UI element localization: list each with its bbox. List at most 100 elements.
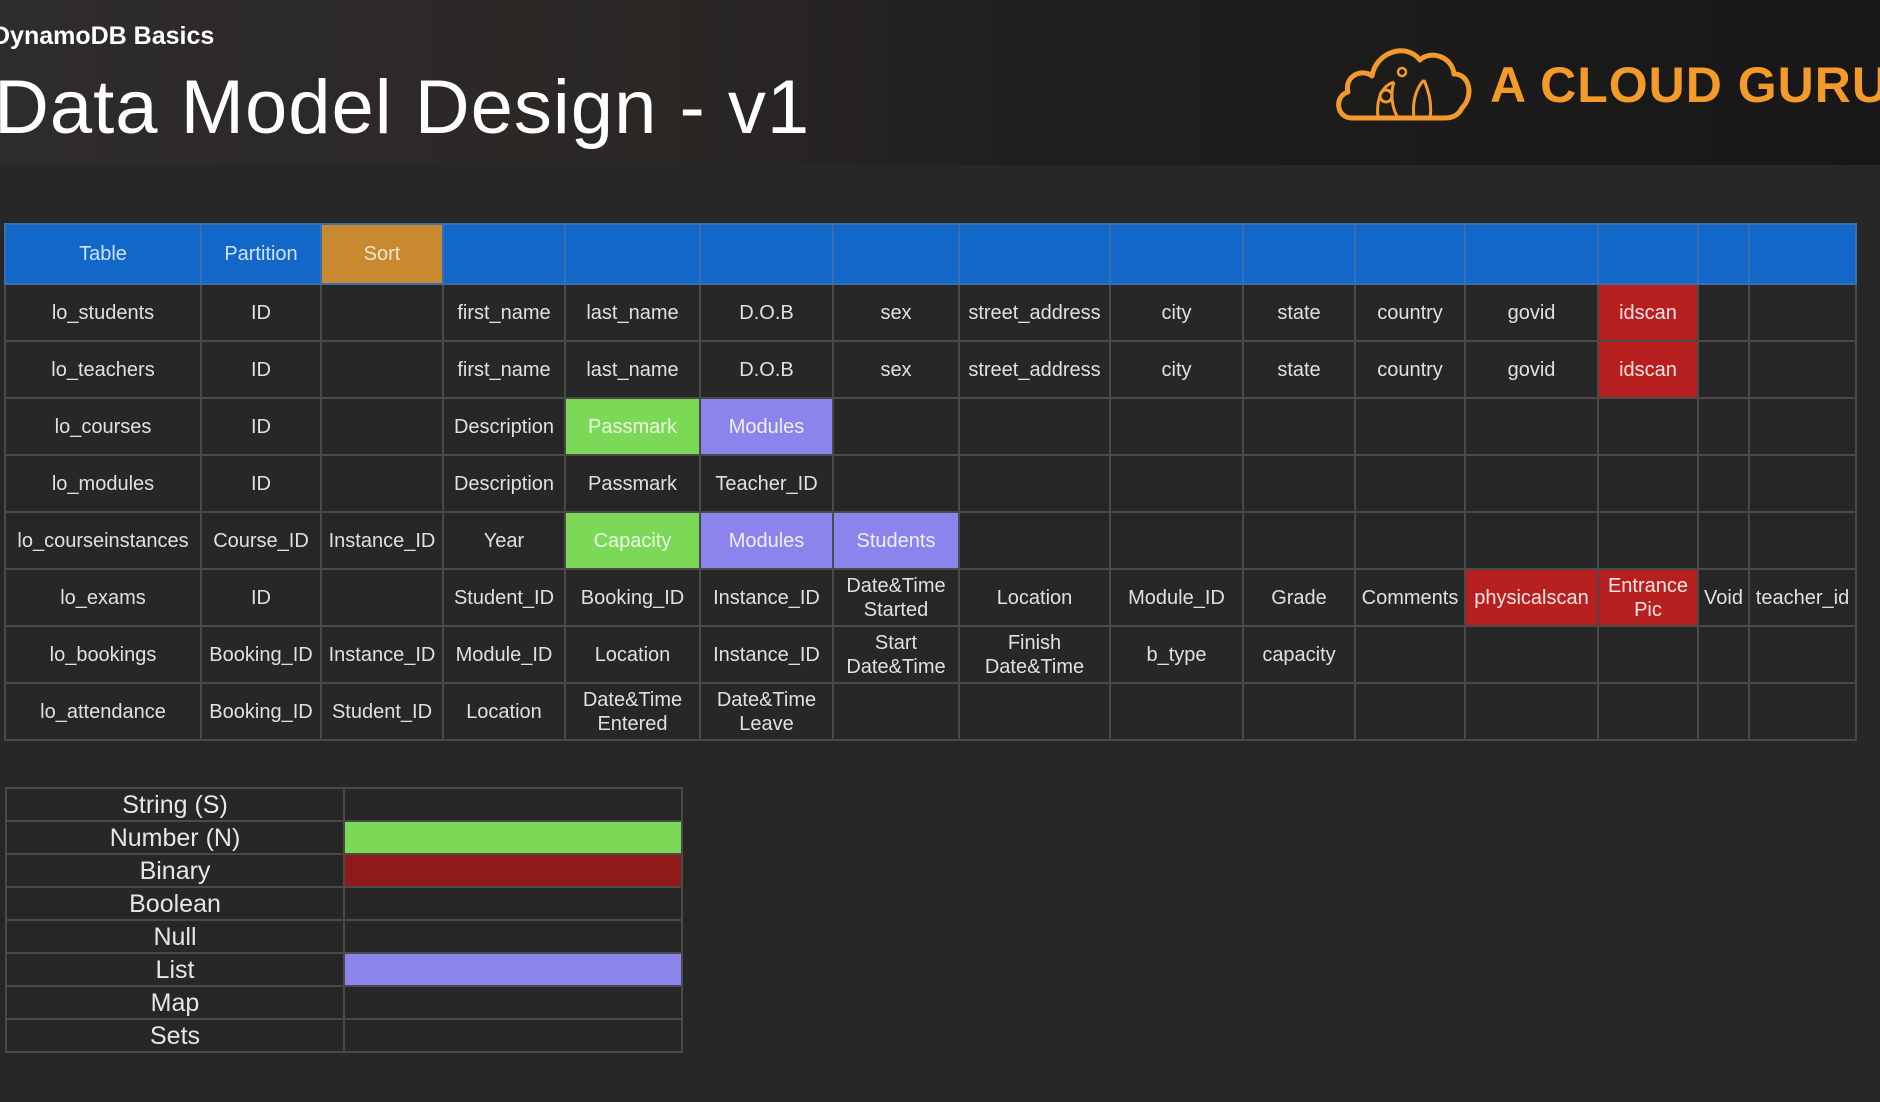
table-cell: lo_teachers	[4, 340, 202, 399]
legend-row: Boolean	[5, 886, 683, 921]
table-cell	[1354, 682, 1466, 741]
table-cell: Teacher_ID	[699, 454, 834, 513]
table-cell: Location	[442, 682, 566, 741]
table-cell: Instance_ID	[320, 625, 444, 684]
table-cell	[1748, 397, 1857, 456]
table-cell	[832, 397, 960, 456]
table-cell: Description	[442, 397, 566, 456]
table-cell: Description	[442, 454, 566, 513]
table-row: lo_modules ID Description Passmark Teach…	[4, 454, 1857, 513]
legend-swatch	[343, 952, 683, 987]
table-cell	[1697, 283, 1750, 342]
table-cell	[1354, 625, 1466, 684]
table-cell: ID	[200, 397, 322, 456]
table-cell	[1597, 454, 1699, 513]
legend-label: Boolean	[5, 886, 345, 921]
header-cell: Partition	[200, 223, 322, 285]
legend-row: List	[5, 952, 683, 987]
header-cell	[1242, 223, 1356, 285]
data-model-table: Table Partition Sort lo_students ID firs…	[4, 223, 1857, 741]
table-row: lo_teachers ID first_name last_name D.O.…	[4, 340, 1857, 399]
table-cell: Date&Time Leave	[699, 682, 834, 741]
table-row: lo_students ID first_name last_name D.O.…	[4, 283, 1857, 342]
table-cell	[1464, 397, 1599, 456]
legend-label: String (S)	[5, 787, 345, 822]
table-cell: govid	[1464, 283, 1599, 342]
table-header-row: Table Partition Sort	[4, 223, 1857, 285]
logo-text: A CLOUD GURU	[1490, 57, 1880, 113]
table-cell	[1109, 397, 1244, 456]
table-cell: Module_ID	[442, 625, 566, 684]
legend-label: Null	[5, 919, 345, 954]
table-cell: lo_courseinstances	[4, 511, 202, 570]
table-cell: Location	[958, 568, 1111, 627]
table-cell: teacher_id	[1748, 568, 1857, 627]
table-cell: lo_modules	[4, 454, 202, 513]
table-cell: Year	[442, 511, 566, 570]
table-cell	[1464, 511, 1599, 570]
table-cell: Modules	[699, 397, 834, 456]
table-cell: D.O.B	[699, 340, 834, 399]
table-cell: Comments	[1354, 568, 1466, 627]
header-cell	[1464, 223, 1599, 285]
table-cell	[1697, 511, 1750, 570]
table-cell: idscan	[1597, 283, 1699, 342]
legend-row: Binary	[5, 853, 683, 888]
table-cell: Capacity	[564, 511, 701, 570]
table-cell: lo_bookings	[4, 625, 202, 684]
table-cell: Module_ID	[1109, 568, 1244, 627]
table-cell	[1242, 682, 1356, 741]
legend-row: Map	[5, 985, 683, 1020]
legend-swatch	[343, 886, 683, 921]
table-cell	[1748, 283, 1857, 342]
table-cell: Date&Time Entered	[564, 682, 701, 741]
table-cell	[1748, 454, 1857, 513]
header-cell	[958, 223, 1111, 285]
legend-label: List	[5, 952, 345, 987]
legend-row: Number (N)	[5, 820, 683, 855]
table-cell: physicalscan	[1464, 568, 1599, 627]
slide-header: DynamoDB Basics Data Model Design - v1 A…	[0, 0, 1880, 165]
header-cell	[442, 223, 566, 285]
table-cell	[1242, 511, 1356, 570]
table-cell: Booking_ID	[564, 568, 701, 627]
table-cell: ID	[200, 454, 322, 513]
table-cell	[1109, 682, 1244, 741]
table-cell: state	[1242, 283, 1356, 342]
header-cell	[832, 223, 960, 285]
header-cell	[699, 223, 834, 285]
table-cell	[958, 454, 1111, 513]
legend-swatch	[343, 853, 683, 888]
legend-swatch	[343, 919, 683, 954]
table-cell	[1597, 511, 1699, 570]
type-legend: String (S) Number (N) Binary Boolean Nul…	[5, 787, 683, 1053]
legend-label: Sets	[5, 1018, 345, 1053]
table-cell: sex	[832, 283, 960, 342]
legend-swatch	[343, 1018, 683, 1053]
table-cell	[1748, 625, 1857, 684]
header-cell	[564, 223, 701, 285]
legend-swatch	[343, 985, 683, 1020]
legend-row: Sets	[5, 1018, 683, 1053]
table-cell: Modules	[699, 511, 834, 570]
table-row: lo_courses ID Description Passmark Modul…	[4, 397, 1857, 456]
table-cell	[958, 397, 1111, 456]
table-cell: Instance_ID	[699, 625, 834, 684]
table-cell: idscan	[1597, 340, 1699, 399]
table-cell: Finish Date&Time	[958, 625, 1111, 684]
table-row: lo_bookings Booking_ID Instance_ID Modul…	[4, 625, 1857, 684]
table-cell: Student_ID	[320, 682, 444, 741]
table-cell	[1697, 625, 1750, 684]
table-cell: sex	[832, 340, 960, 399]
header-cell	[1597, 223, 1699, 285]
table-cell	[1748, 340, 1857, 399]
table-cell	[320, 568, 444, 627]
table-cell: Location	[564, 625, 701, 684]
table-cell	[1354, 397, 1466, 456]
table-cell	[1109, 454, 1244, 513]
table-row: lo_courseinstances Course_ID Instance_ID…	[4, 511, 1857, 570]
table-cell: Grade	[1242, 568, 1356, 627]
table-cell: state	[1242, 340, 1356, 399]
header-cell	[1748, 223, 1857, 285]
table-cell: Instance_ID	[699, 568, 834, 627]
